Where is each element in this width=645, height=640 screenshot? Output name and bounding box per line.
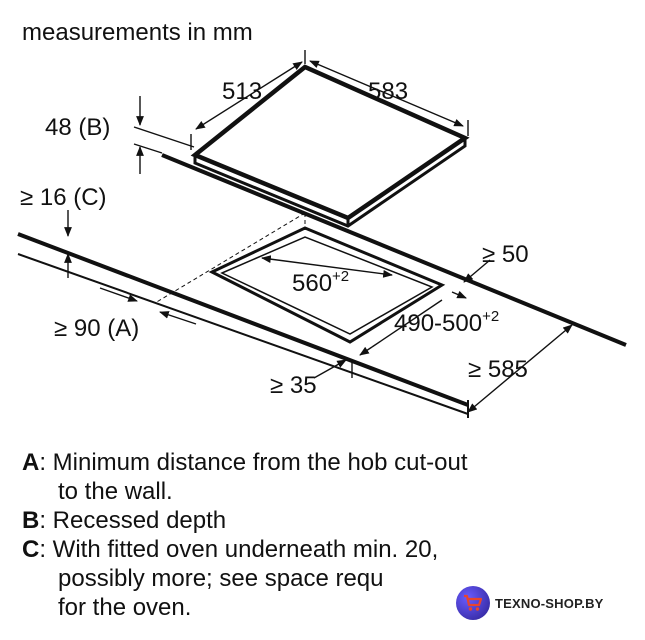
projection-lines — [154, 212, 306, 304]
front-clearance-dim — [313, 359, 353, 379]
legend-item-c: C: With fitted oven underneath min. 20, — [22, 536, 439, 563]
legend-item-b: B: Recessed depth — [22, 507, 227, 534]
legend: A: Minimum distance from the hob cut-out… — [22, 448, 622, 622]
legend-item-c-cont-1: possibly more; see space requ — [58, 565, 384, 592]
dim-worktop-depth: ≥ 585 — [468, 356, 528, 383]
dim-recess-depth: 48 (B) — [45, 114, 110, 141]
legend-item-a-cont: to the wall. — [58, 478, 173, 505]
dim-cutout-depth: 490-500+2 — [394, 308, 499, 337]
dim-wall-distance: ≥ 90 (A) — [54, 315, 139, 342]
dim-under-clearance: ≥ 16 (C) — [20, 184, 107, 211]
diagram-title: measurements in mm — [22, 19, 253, 46]
recess-dimension — [133, 96, 195, 174]
shop-logo-icon — [456, 586, 490, 620]
dim-hob-depth: 513 — [222, 78, 262, 105]
rear-edge — [161, 153, 627, 347]
dim-hob-width: 583 — [368, 78, 408, 105]
dim-cutout-width: 560+2 — [292, 268, 349, 297]
wall-distance-dim — [99, 287, 197, 325]
watermark-text: TEXNO-SHOP.BY — [495, 595, 604, 611]
rear-clearance-dim — [463, 259, 491, 283]
watermark-badge: TEXNO-SHOP.BY — [456, 586, 604, 620]
worktop-depth-dim — [467, 324, 573, 413]
cutout-width-dim — [261, 255, 393, 278]
dim-front-clearance: ≥ 35 — [270, 372, 317, 399]
legend-item-c-cont-2: for the oven. — [58, 594, 192, 621]
legend-item-a: A: Minimum distance from the hob cut-out — [22, 449, 468, 476]
cutout-depth-dim — [359, 290, 467, 356]
dim-rear-clearance: ≥ 50 — [482, 241, 529, 268]
cutout — [208, 226, 446, 344]
hob-dimension-lines — [190, 50, 469, 150]
